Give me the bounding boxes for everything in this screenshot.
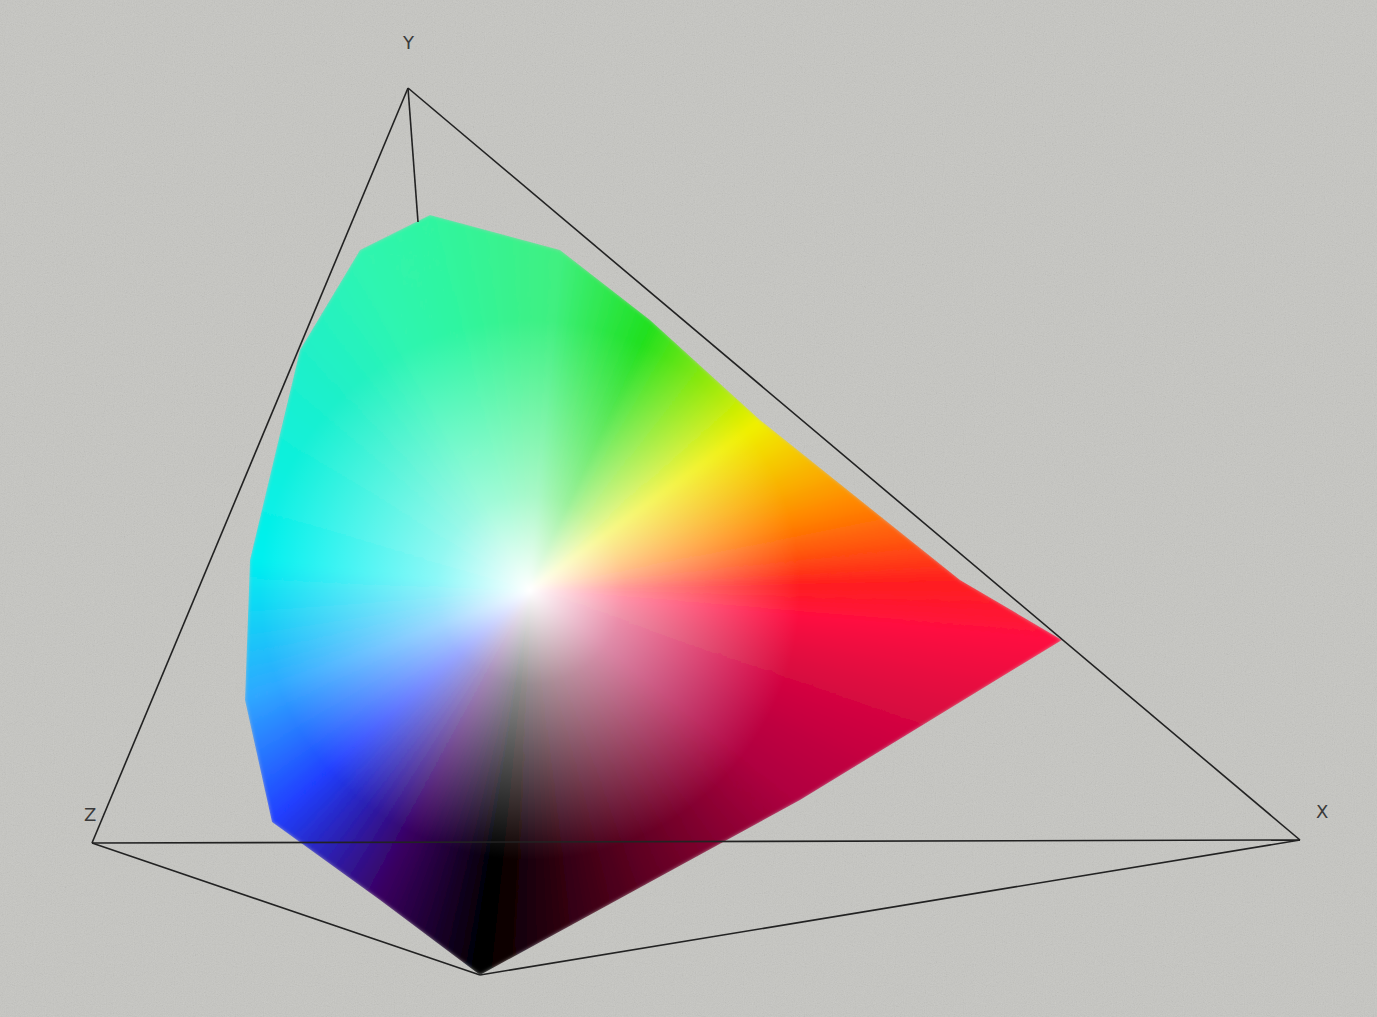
axis-label: Y [403, 34, 414, 52]
axis-lines [92, 88, 1300, 975]
axis-label: X [1316, 803, 1328, 821]
axis-label: Z [84, 806, 96, 824]
